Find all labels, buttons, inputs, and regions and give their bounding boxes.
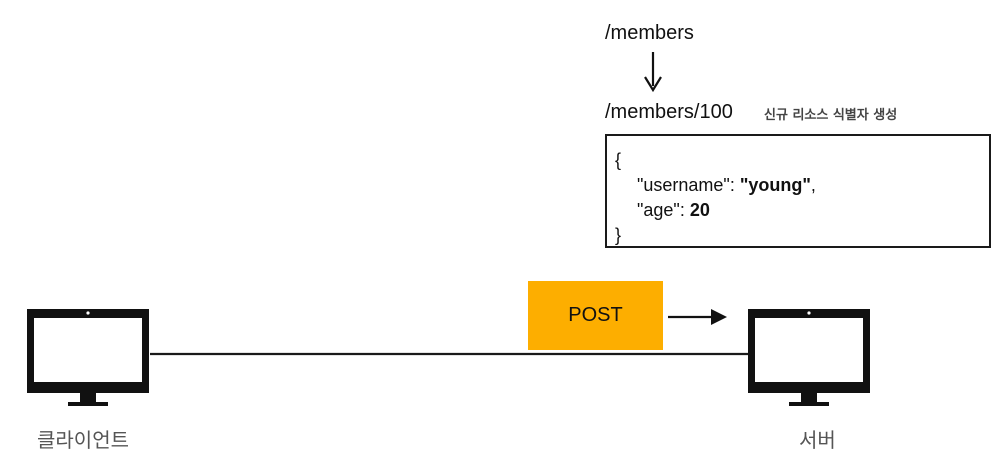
server-label: 서버 [799,428,836,452]
request-body-box: { "username": "young", "age": 20 } [605,134,991,248]
json-username-sep: : [729,175,740,195]
json-open-brace: { [615,150,622,170]
json-username-key: "username" [637,175,730,195]
right-arrow-icon [668,309,727,325]
down-arrow-icon [644,52,662,93]
json-age-line: "age": 20 [615,198,981,223]
created-resource-path: /members/100 [605,101,733,123]
json-age-value: 20 [689,200,710,220]
http-method-label: POST [568,304,623,326]
request-path-label: /members [605,22,694,44]
resource-id-note: 신규 리소스 식별자 생성 [764,108,898,123]
json-age-key: "age" [637,200,680,220]
json-username-end: , [810,175,816,195]
client-label: 클라이언트 [37,428,129,452]
server-monitor-icon [748,309,870,406]
json-age-sep: : [679,200,690,220]
client-monitor-icon [27,309,149,406]
json-username-value: "young" [739,175,811,195]
json-username-line: "username": "young", [615,173,981,198]
json-close-brace: } [615,225,622,245]
http-method-badge: POST [528,281,663,350]
